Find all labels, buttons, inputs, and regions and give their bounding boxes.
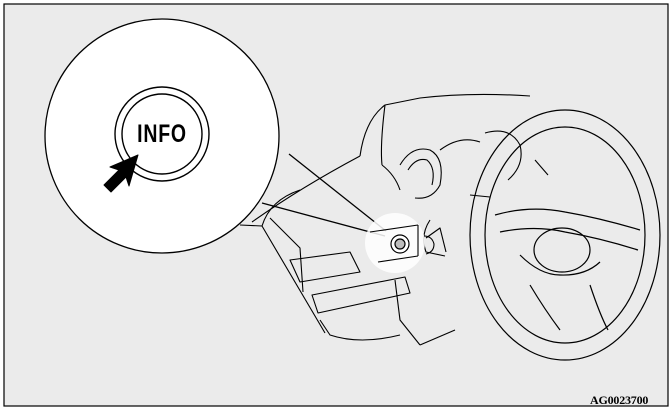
info-button-label: INFO <box>123 116 201 152</box>
figure-code: AG0023700 <box>590 392 672 408</box>
